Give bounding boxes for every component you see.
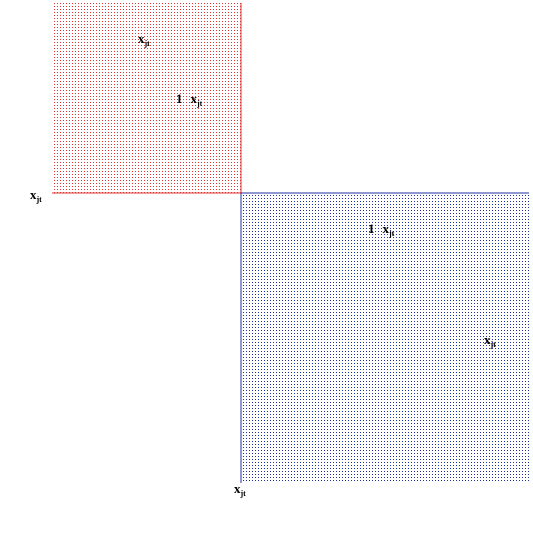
- left-axis-label: xjt: [30, 187, 42, 204]
- lower-region-label-xjt: xjt: [484, 332, 496, 349]
- lower-right-region-fill: [241, 193, 529, 483]
- upper-left-region-fill: [52, 3, 241, 193]
- bottom-axis-label: xjt: [234, 481, 246, 498]
- upper-region-label-xjt: xjt: [138, 31, 150, 48]
